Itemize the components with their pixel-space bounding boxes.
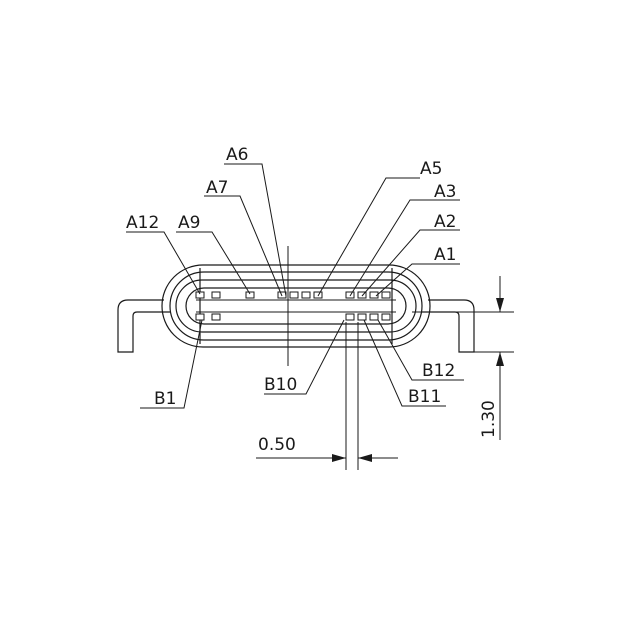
label-a6: A6 — [226, 145, 248, 165]
leader-a1 — [375, 263, 460, 297]
pad — [357, 313, 367, 321]
label-b11: B11 — [408, 387, 441, 407]
contact-pads — [195, 291, 391, 321]
label-a12: A12 — [126, 213, 159, 233]
label-b12: B12 — [422, 361, 455, 381]
pad — [195, 291, 205, 299]
pad — [211, 313, 221, 321]
pitch-arrow-left — [332, 454, 346, 462]
receptacle-opening — [175, 279, 417, 333]
mounting-legs — [117, 299, 475, 353]
pin-labels: A6 A5 A7 A3 A12 A9 A2 A1 B12 B1 B10 B11 — [126, 145, 456, 409]
leader-a2 — [361, 229, 460, 297]
pad — [369, 291, 379, 299]
label-b10: B10 — [264, 375, 297, 395]
leader-b12 — [377, 319, 464, 381]
leader-a3 — [349, 199, 460, 297]
leader-a12 — [126, 231, 201, 295]
pad — [195, 313, 205, 321]
pad — [301, 291, 311, 299]
pad — [381, 313, 391, 321]
label-a2: A2 — [434, 212, 456, 232]
label-b1: B1 — [154, 389, 176, 409]
outer-shell — [161, 264, 431, 348]
label-a9: A9 — [178, 213, 200, 233]
pad — [245, 291, 255, 299]
leader-b1 — [140, 319, 203, 409]
tongue-outline — [185, 287, 407, 325]
leader-a7 — [204, 195, 283, 297]
height-dimension: 1.30 — [412, 276, 514, 440]
left-leg — [117, 299, 170, 353]
connector-body — [161, 264, 431, 348]
leader-a5 — [317, 177, 420, 297]
bottom-leaders — [140, 319, 464, 409]
pad — [357, 291, 367, 299]
pad — [345, 313, 355, 321]
pad — [381, 291, 391, 299]
pad — [289, 291, 299, 299]
label-a3: A3 — [434, 182, 456, 202]
leader-a6 — [224, 163, 287, 297]
leader-a9 — [176, 231, 251, 295]
label-a7: A7 — [206, 178, 228, 198]
inner-shell — [169, 271, 423, 341]
pitch-dimension: 0.50 — [256, 322, 398, 470]
height-arrow-top — [496, 298, 504, 312]
pad — [345, 291, 355, 299]
leader-b10 — [264, 319, 345, 395]
leader-b11 — [363, 319, 446, 407]
label-a5: A5 — [420, 159, 442, 179]
pad — [369, 313, 379, 321]
pitch-value: 0.50 — [258, 435, 296, 455]
pitch-arrow-right — [358, 454, 372, 462]
pad — [211, 291, 221, 299]
height-arrow-bottom — [496, 352, 504, 366]
top-leaders — [126, 163, 460, 297]
height-value: 1.30 — [479, 400, 499, 438]
label-a1: A1 — [434, 245, 456, 265]
